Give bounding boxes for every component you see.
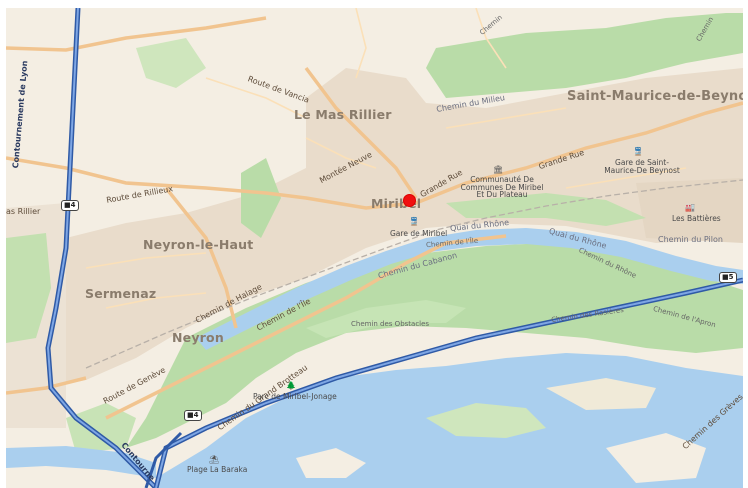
poi-parc: Parc de Miribel-Jonage: [253, 392, 337, 401]
forest-north: [426, 13, 743, 98]
place-sermenaz: Sermenaz: [85, 286, 157, 301]
map-layer: [6, 8, 743, 488]
location-marker[interactable]: [403, 194, 416, 207]
road-chemin-du-pilon: Chemin du Pilon: [658, 235, 723, 244]
town-hall-icon: 🏛: [493, 165, 504, 174]
rhone-river: [196, 228, 743, 350]
beach-icon: ⛱: [209, 455, 220, 464]
forest-east-slope: [446, 193, 646, 226]
forest-west: [6, 233, 51, 343]
place-neyron-le-haut: Neyron-le-Haut: [143, 237, 254, 252]
island-green: [126, 243, 743, 448]
a5-shield-right: ■5: [719, 272, 737, 283]
islet-1: [426, 403, 546, 438]
train-station-icon: 🚆: [633, 147, 643, 156]
place-mas-rillier-edge: as Rillier: [6, 207, 41, 216]
a5-shield-right-label: 5: [728, 273, 734, 281]
park-tree-icon: 🌲: [286, 381, 296, 390]
islet-3: [296, 448, 366, 478]
poi-les-battieres: Les Battières: [672, 214, 721, 223]
urban-area-east: [636, 178, 743, 243]
forest-mid: [241, 158, 281, 238]
place-saint-maurice-de-beynost: Saint-Maurice-de-Beynost: [567, 89, 743, 104]
industrial-icon: 🏭: [685, 203, 695, 212]
forest-southwest: [66, 403, 136, 453]
place-neyron: Neyron: [172, 330, 224, 345]
a4-shield-bottom-label: 4: [193, 411, 199, 419]
poi-gare-miribel: Gare de Miribel: [390, 229, 448, 238]
major-roads: [6, 16, 743, 420]
forest-topleft: [136, 38, 206, 88]
poi-communaute: Communauté De Communes De Miribel Et Du …: [460, 175, 544, 199]
urban-area: [46, 68, 743, 388]
a4-shield-left: ■4: [61, 200, 79, 211]
islet-2: [606, 433, 706, 483]
land-south: [546, 378, 656, 410]
railway: [85, 179, 743, 369]
place-le-mas-rillier: Le Mas Rillier: [294, 107, 392, 122]
a4-shield-left-label: 4: [70, 201, 76, 209]
map-canvas[interactable]: Saint-Maurice-de-Beynost Le Mas Rillier …: [6, 8, 743, 488]
island-green-2: [306, 300, 466, 338]
poi-gare-st-maurice: Gare de Saint-Maurice-De Beynost: [604, 158, 680, 175]
a4-shield-bottom: ■4: [184, 410, 202, 421]
minor-roads: [85, 8, 687, 309]
miribel-station-icon: 🚆: [409, 217, 419, 226]
poi-plage: Plage La Baraka: [187, 465, 248, 474]
motorways: [45, 8, 743, 488]
road-chemin-des-obstacles: Chemin des Obstacles: [351, 320, 430, 328]
